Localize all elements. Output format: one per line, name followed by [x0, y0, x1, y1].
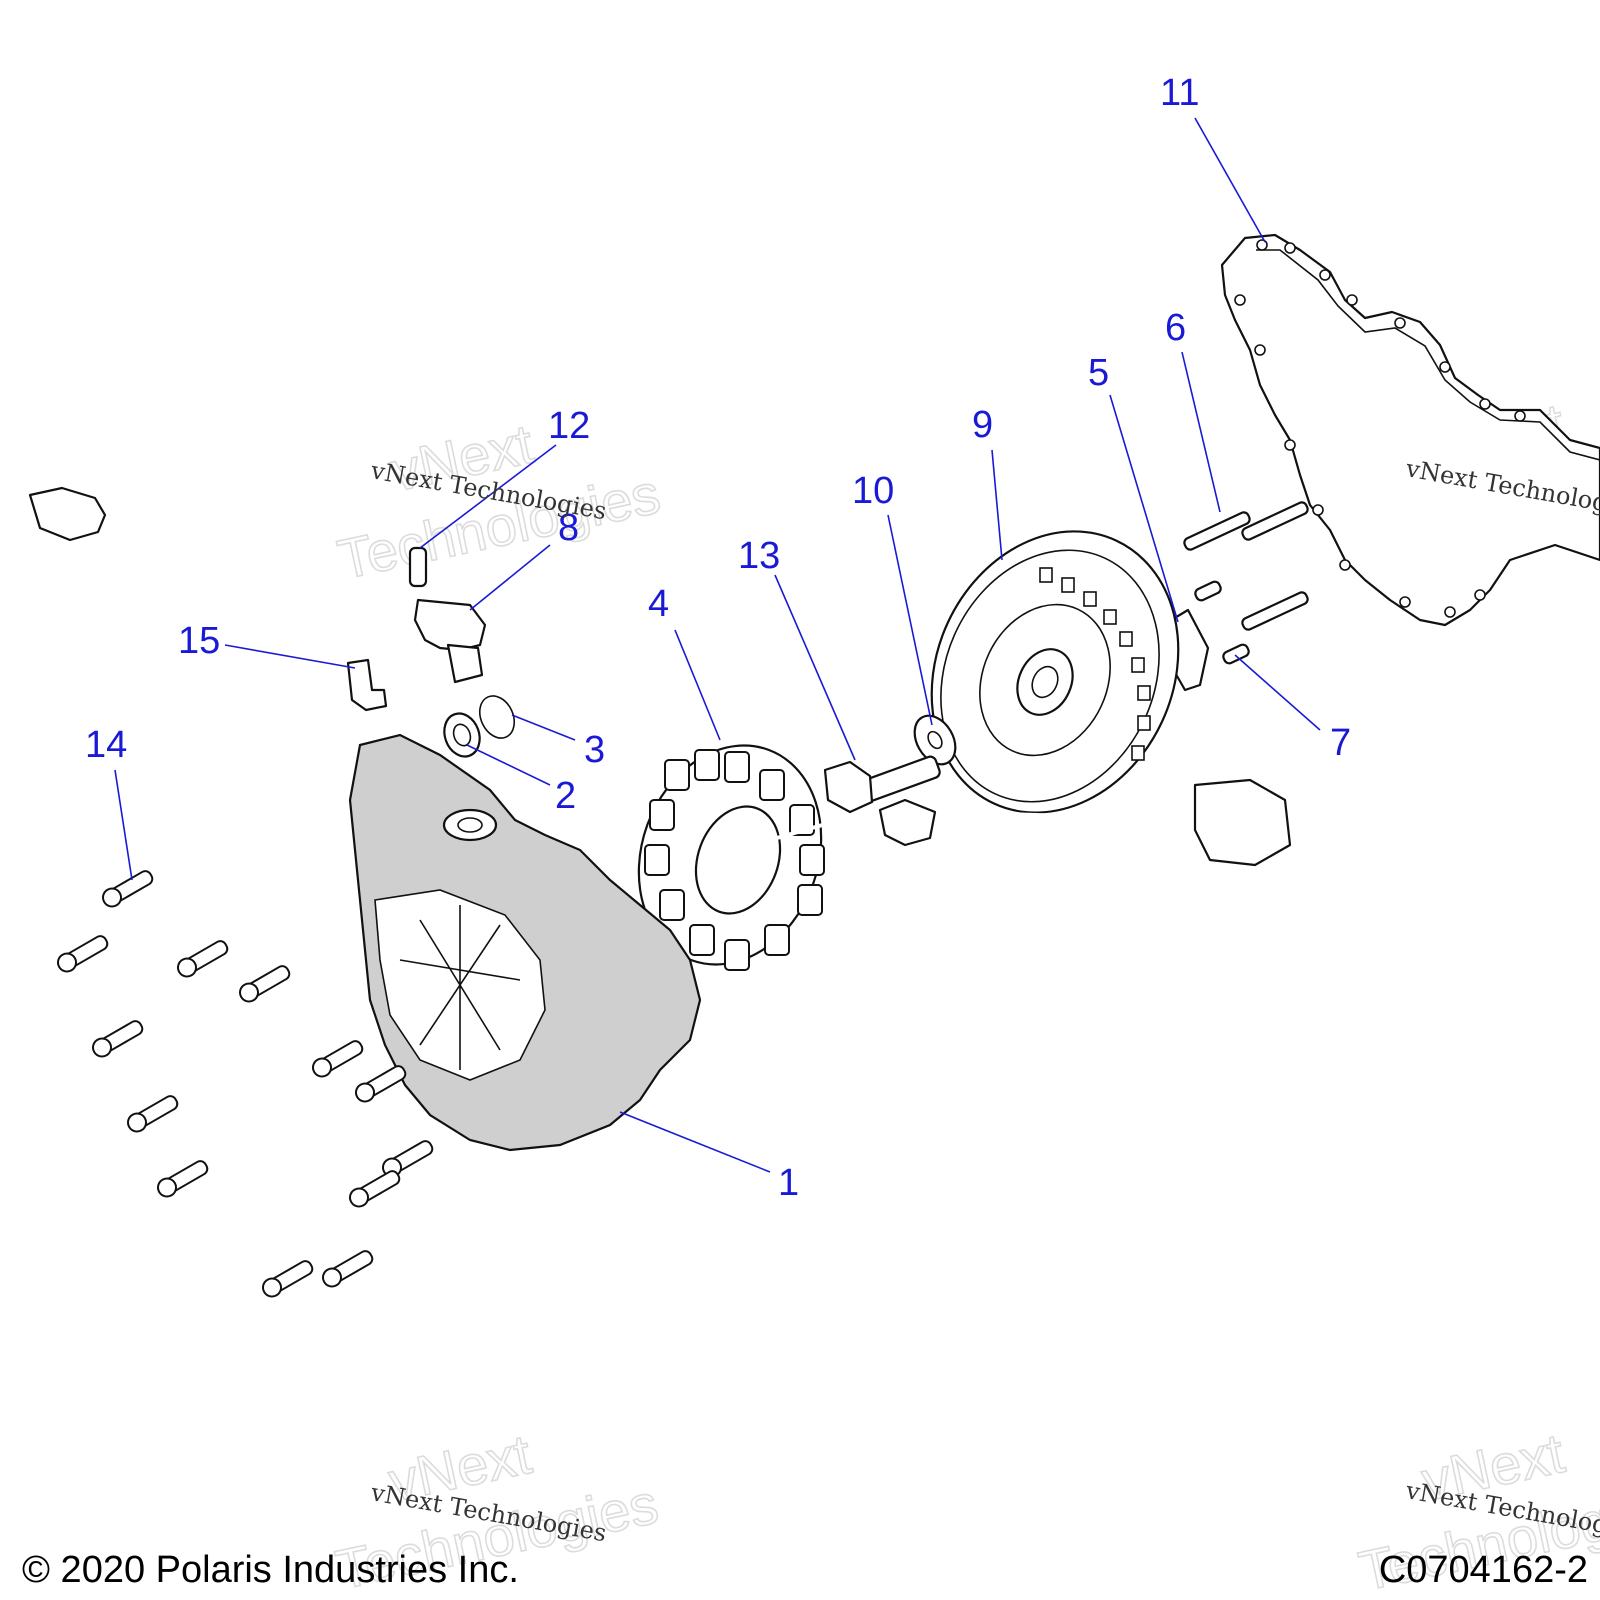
speed-sensor: [28, 486, 487, 684]
cover-screw-set: [57, 870, 434, 1298]
callout-6: 6: [1165, 307, 1186, 349]
leader-4: [674, 629, 721, 741]
callout-labels: 1 2 3 4 5 6 7 8 9 10 11 12 13 14 15: [85, 72, 1351, 1204]
callout-11: 11: [1160, 72, 1199, 114]
leader-6: [1181, 351, 1221, 513]
callout-15: 15: [178, 620, 220, 662]
stator-harness: [769, 778, 1292, 867]
callout-13: 13: [738, 535, 780, 577]
leader-11: [1194, 117, 1266, 243]
callout-7: 7: [1330, 722, 1351, 764]
leader-3: [511, 714, 576, 741]
callout-8: 8: [558, 507, 579, 549]
leader-5: [1109, 394, 1179, 623]
leader-14: [114, 769, 133, 881]
snap-ring: [478, 695, 516, 739]
stator: [637, 744, 825, 971]
callout-1: 1: [778, 1162, 799, 1204]
dowel-pin: [408, 546, 428, 588]
callout-3: 3: [584, 729, 605, 771]
bearing: [443, 712, 481, 758]
callout-12: 12: [548, 405, 590, 447]
stator-cover: [348, 733, 702, 1152]
leader-13: [774, 574, 856, 761]
gasket-bolt-holes: [1234, 239, 1526, 618]
harness-clip: [346, 658, 388, 712]
screw-set-7: [1194, 580, 1250, 665]
callout-10: 10: [852, 470, 894, 512]
callout-5: 5: [1088, 352, 1109, 394]
callout-14: 14: [85, 724, 127, 766]
leader-1: [619, 1111, 771, 1173]
copyright-text: © 2020 Polaris Industries Inc.: [22, 1549, 519, 1591]
flywheel: [930, 530, 1180, 814]
leader-lines: [114, 117, 1321, 1173]
leader-12: [419, 444, 557, 549]
callout-9: 9: [972, 404, 993, 446]
leader-8: [469, 544, 551, 611]
screw-set-6: [1183, 501, 1309, 631]
leader-7: [1234, 654, 1321, 731]
leader-15: [224, 644, 356, 669]
callout-2: 2: [555, 775, 576, 817]
figure-id: C0704162-2: [1379, 1549, 1588, 1591]
callout-4: 4: [648, 583, 669, 625]
gasket: [1220, 233, 1600, 627]
flywheel-bolt: [823, 755, 941, 814]
leader-10: [887, 514, 933, 726]
leader-9: [991, 449, 1003, 561]
leader-2: [466, 744, 551, 786]
washer: [913, 714, 957, 766]
